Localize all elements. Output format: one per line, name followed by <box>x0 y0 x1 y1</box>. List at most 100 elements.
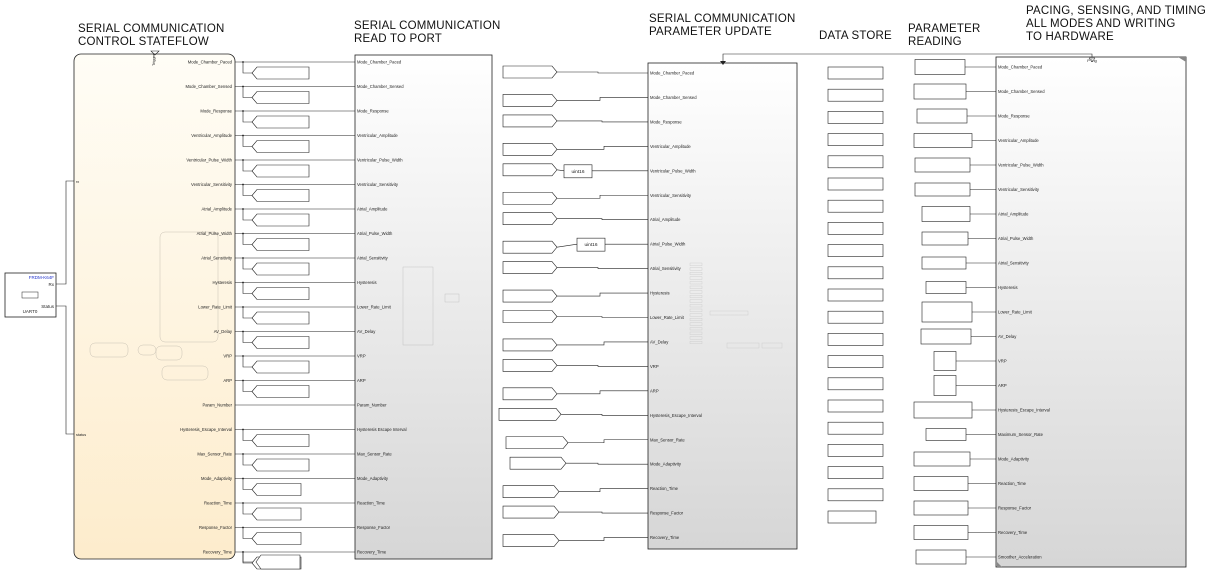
from-tag[interactable] <box>502 191 558 205</box>
goto-tag[interactable] <box>251 66 310 80</box>
from-tag[interactable] <box>502 65 558 79</box>
data-store-read-block[interactable] <box>914 59 966 75</box>
data-store-read-block[interactable] <box>913 133 973 148</box>
goto-tag[interactable] <box>251 115 310 129</box>
data-store-read-block[interactable] <box>921 231 969 246</box>
data-store-memory-block[interactable] <box>827 510 877 524</box>
data-store-read-block[interactable] <box>921 256 967 270</box>
stateflow-port-label: Response_Factor <box>199 525 233 530</box>
uart-block[interactable]: FRDM-K64F Rx Status UART0 <box>4 272 57 318</box>
param-update-label: Lower_Rate_Limit <box>650 315 685 320</box>
goto-tag[interactable] <box>251 458 310 472</box>
goto-tag[interactable] <box>251 434 310 447</box>
from-tag[interactable] <box>502 505 560 519</box>
data-store-memory-block[interactable] <box>827 466 884 479</box>
goto-tag[interactable] <box>251 385 310 398</box>
internal-block <box>689 322 703 326</box>
data-store-read-block[interactable] <box>913 83 967 100</box>
from-tag[interactable] <box>502 310 558 323</box>
data-store-read-block[interactable] <box>914 182 971 197</box>
goto-tag[interactable] <box>251 360 310 374</box>
data-store-memory-block[interactable] <box>827 444 884 457</box>
data-store-read-block[interactable] <box>925 428 967 441</box>
data-store-read-block[interactable] <box>920 328 972 345</box>
goto-tag[interactable] <box>251 213 310 227</box>
data-store-memory-block[interactable] <box>827 177 884 191</box>
data-store-memory-block[interactable] <box>827 111 884 124</box>
from-tag[interactable] <box>502 534 560 547</box>
parameter-update-subsystem[interactable] <box>647 62 798 550</box>
internal-block <box>689 318 703 321</box>
data-store-read-block[interactable] <box>913 401 973 419</box>
goto-tag[interactable] <box>251 189 310 202</box>
data-store-read-block[interactable] <box>914 157 971 173</box>
goto-tag[interactable] <box>251 483 302 496</box>
from-tag[interactable] <box>502 485 560 498</box>
from-tag[interactable] <box>498 407 562 421</box>
data-store-memory-block[interactable] <box>827 222 884 235</box>
from-tag[interactable] <box>502 240 558 254</box>
goto-tag[interactable] <box>251 336 310 349</box>
status-signal-line <box>56 305 74 435</box>
data-store-read-block[interactable] <box>913 476 969 491</box>
branch-point <box>242 355 244 357</box>
param-update-label: Ventricular_Amplitude <box>650 144 691 149</box>
from-tag[interactable] <box>502 114 558 128</box>
from-tag[interactable] <box>509 456 567 470</box>
data-store-memory-block[interactable] <box>827 355 884 368</box>
data-store-memory-block[interactable] <box>827 66 884 80</box>
control-stateflow-chart[interactable] <box>73 53 236 560</box>
data-store-read-block[interactable] <box>913 525 969 540</box>
goto-tag[interactable] <box>251 262 310 276</box>
data-store-memory-block[interactable] <box>827 399 884 413</box>
from-tag[interactable] <box>502 143 558 156</box>
data-store-read-block[interactable] <box>915 549 967 565</box>
data-store-memory-block[interactable] <box>827 266 884 280</box>
read-port-label: Mode_Adaptivity <box>357 476 389 481</box>
from-tag[interactable] <box>502 338 558 352</box>
param-update-label: Mode_Chamber_Paced <box>650 71 695 76</box>
goto-tag[interactable] <box>251 164 310 178</box>
data-store-read-block[interactable] <box>913 500 969 516</box>
data-store-read-block[interactable] <box>913 451 971 467</box>
goto-tag[interactable] <box>251 91 310 104</box>
data-store-memory-block[interactable] <box>827 155 884 169</box>
from-tag[interactable] <box>505 436 569 450</box>
data-store-read-block[interactable] <box>933 375 957 396</box>
data-store-memory-block[interactable] <box>827 377 884 391</box>
from-tag[interactable] <box>502 289 558 303</box>
uint16-convert-block[interactable] <box>576 237 606 252</box>
data-store-memory-block[interactable] <box>827 333 884 346</box>
data-store-memory-block[interactable] <box>827 310 884 324</box>
from-tag[interactable] <box>502 359 558 372</box>
from-tag[interactable] <box>502 387 558 401</box>
goto-tag[interactable] <box>251 238 310 251</box>
read-to-port-subsystem[interactable] <box>354 54 493 560</box>
data-store-read-block[interactable] <box>925 281 967 294</box>
from-tag[interactable] <box>502 212 558 225</box>
goto-tag[interactable] <box>251 140 310 153</box>
data-store-memory-block[interactable] <box>827 199 884 213</box>
data-store-memory-block[interactable] <box>827 288 884 302</box>
from-tag[interactable] <box>502 261 558 274</box>
data-store-memory-block[interactable] <box>827 244 884 257</box>
data-store-read-block[interactable] <box>933 351 957 371</box>
goto-tag[interactable] <box>251 532 302 545</box>
data-store-memory-block[interactable] <box>827 488 884 502</box>
goto-tag[interactable] <box>255 554 301 570</box>
data-store-memory-block[interactable] <box>827 421 884 435</box>
from-tag[interactable] <box>502 163 558 177</box>
data-store-read-block[interactable] <box>921 206 971 222</box>
from-tag[interactable] <box>502 94 558 107</box>
goto-tag[interactable] <box>251 507 302 521</box>
branch-point <box>242 257 244 259</box>
data-store-read-block[interactable] <box>916 108 968 124</box>
data-store-read-block[interactable] <box>921 301 973 323</box>
data-store-memory-block[interactable] <box>827 88 884 102</box>
goto-tag[interactable] <box>251 311 310 325</box>
pacing-subsystem[interactable] <box>995 56 1187 568</box>
internal-block <box>689 276 703 280</box>
data-store-memory-block[interactable] <box>827 133 884 146</box>
uint16-convert-block[interactable] <box>563 164 593 179</box>
goto-tag[interactable] <box>251 287 310 300</box>
